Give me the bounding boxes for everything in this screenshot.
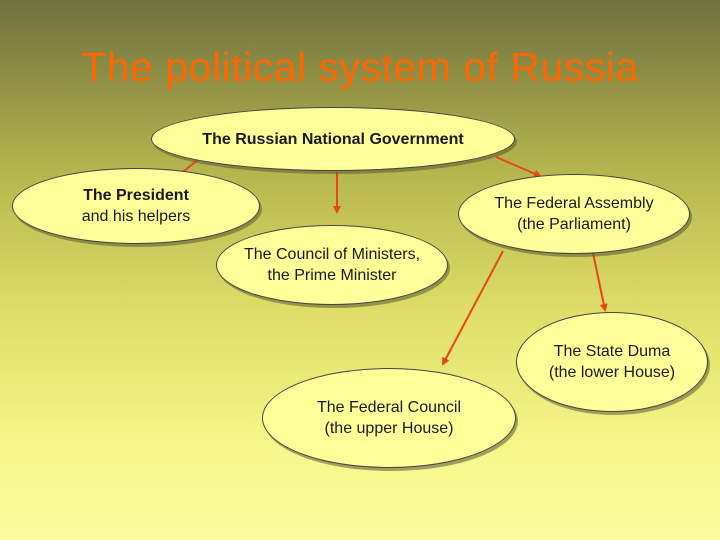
node-federal-assembly-line1: The Federal Assembly (494, 195, 654, 212)
arrow-assembly-to-duma (592, 252, 608, 312)
node-council-line1: The Council of Ministers, (243, 246, 421, 263)
node-state-duma-line2: (the lower House) (548, 364, 676, 381)
node-council-line2: the Prime Minister (267, 267, 397, 284)
node-council-of-ministers: The Council of Ministers, the Prime Mini… (216, 225, 448, 305)
arrow-gov-to-assembly (495, 156, 542, 178)
node-federal-assembly-line2: (the Parliament) (517, 216, 631, 233)
node-government-label: The Russian National Government (202, 130, 464, 148)
node-russian-national-government: The Russian National Government (151, 107, 515, 171)
node-president-line1: The President (83, 187, 189, 204)
node-federal-council-line2: (the upper House) (324, 420, 454, 437)
node-federal-council: The Federal Council (the upper House) (262, 368, 516, 468)
node-president-line2: and his helpers (81, 208, 191, 225)
arrow-assembly-to-fedcouncil (442, 250, 504, 366)
node-president: The President and his helpers (12, 168, 260, 244)
node-federal-council-line1: The Federal Council (316, 399, 462, 416)
node-federal-assembly: The Federal Assembly (the Parliament) (458, 174, 690, 254)
node-state-duma: The State Duma (the lower House) (516, 312, 708, 412)
node-state-duma-line1: The State Duma (553, 343, 671, 360)
slide-title: The political system of Russia (81, 44, 639, 90)
